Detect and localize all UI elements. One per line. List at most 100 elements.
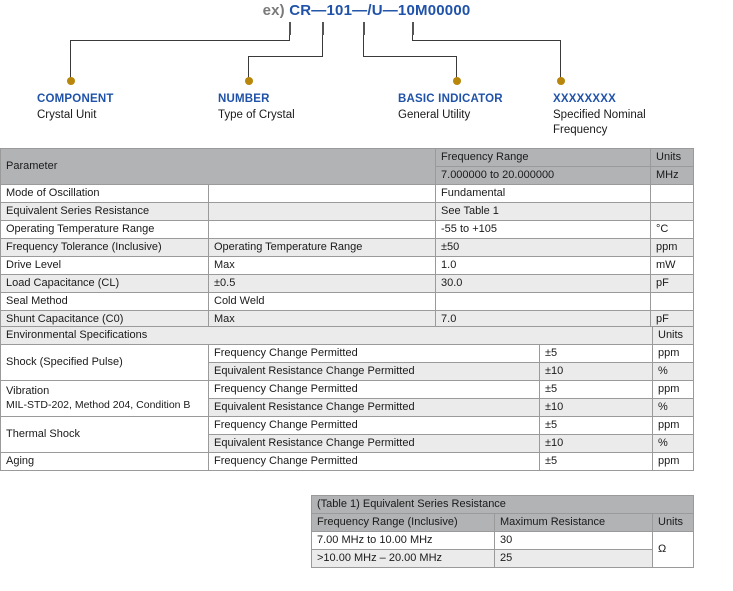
part-number-diagram: ex) CR—101—/U—10M00000 COMPONENT Cry [0, 0, 733, 145]
dot-component [67, 77, 75, 85]
env-spec: Frequency Change Permitted [208, 452, 540, 471]
param-table-header-row-1: Parameter Frequency Range Units [0, 148, 695, 185]
table-1-esr: (Table 1) Equivalent Series Resistance F… [310, 495, 695, 568]
param-condition [207, 202, 437, 221]
callout-basic-indicator: BASIC INDICATOR General Utility [398, 93, 578, 123]
tbl1-header-row: Frequency Range (Inclusive) Maximum Resi… [311, 513, 695, 532]
param-value [435, 292, 652, 311]
tick-frequency [412, 22, 414, 35]
callout-component: COMPONENT Crystal Unit [37, 93, 217, 123]
callout-number-title: NUMBER [218, 93, 270, 105]
param-condition [207, 184, 437, 203]
tbl1-range: >10.00 MHz – 20.00 MHz [311, 549, 495, 568]
param-table-header-row-2: 7.000000 to 20.000000 MHz [1, 166, 695, 185]
param-condition: ±0.5 [207, 274, 437, 293]
param-condition: Max [207, 256, 437, 275]
env-category: Aging [0, 452, 209, 471]
env-value: ±10 [539, 398, 653, 417]
env-units: % [652, 434, 694, 453]
param-name: Equivalent Series Resistance [0, 202, 209, 221]
table-row: Operating Temperature Range -55 to +105 … [0, 220, 695, 239]
parameter-table: Parameter Frequency Range Units 7.000000… [0, 148, 695, 329]
env-value: ±5 [539, 380, 653, 399]
env-category: Shock (Specified Pulse) [0, 344, 209, 381]
part-number-value: CR—101—/U—10M00000 [289, 2, 471, 19]
callout-frequency: XXXXXXXX Specified Nominal Frequency [553, 93, 733, 138]
callout-basic-indicator-title: BASIC INDICATOR [398, 93, 503, 105]
param-units: mW [650, 256, 695, 275]
table-row: >10.00 MHz – 20.00 MHz 25 [311, 549, 694, 568]
environmental-specifications-table: Environmental Specifications Units Shock… [0, 326, 694, 471]
env-category-label: Vibration [6, 385, 50, 397]
table-row: Drive Level Max 1.0 mW [0, 256, 695, 275]
param-units: pF [650, 274, 695, 293]
part-number-prefix: ex) [262, 2, 285, 19]
leader-basic-drop1 [363, 35, 364, 56]
param-name: Operating Temperature Range [0, 220, 209, 239]
param-condition [207, 220, 437, 239]
param-name: Mode of Oscillation [0, 184, 209, 203]
tbl1-col-max-resistance: Maximum Resistance [494, 513, 653, 532]
table-row: Vibration MIL-STD-202, Method 204, Condi… [0, 380, 694, 417]
env-header-title: Environmental Specifications [0, 326, 653, 345]
table-row: Equivalent Series Resistance See Table 1 [0, 202, 695, 221]
env-spec: Frequency Change Permitted [208, 380, 540, 399]
tbl1-units-value: Ω [651, 531, 695, 568]
param-header-parameter: Parameter [0, 148, 437, 185]
param-condition: Operating Temperature Range [207, 238, 437, 257]
table-row: Mode of Oscillation Fundamental [0, 184, 695, 203]
env-units: ppm [652, 416, 694, 435]
table-row: Thermal Shock Frequency Change Permitted… [0, 416, 694, 453]
param-header-units-value: MHz [650, 166, 695, 185]
table-row: Seal Method Cold Weld [0, 292, 695, 311]
env-units: ppm [652, 344, 694, 363]
leader-basic-drop2 [456, 56, 457, 79]
env-units: % [652, 398, 694, 417]
tbl1-resistance: 30 [494, 531, 653, 550]
param-table-body: Mode of Oscillation Fundamental Equivale… [0, 184, 695, 329]
leader-freq-drop2 [560, 40, 561, 79]
param-units: °C [650, 220, 695, 239]
param-units [650, 202, 695, 221]
param-units: pF [650, 310, 695, 329]
env-spec: Equivalent Resistance Change Permitted [208, 434, 540, 453]
table-row: Aging Frequency Change Permitted ±5 ppm [0, 452, 694, 471]
env-spec: Equivalent Resistance Change Permitted [208, 362, 540, 381]
table-row: 7.00 MHz to 10.00 MHz 30 Ω [311, 531, 695, 568]
leader-freq-drop1 [412, 35, 413, 41]
env-category-sublabel: MIL-STD-202, Method 204, Condition B [6, 399, 191, 411]
env-value: ±5 [539, 452, 653, 471]
tick-basic-indicator [363, 22, 365, 35]
param-value: See Table 1 [435, 202, 652, 221]
env-spec: Frequency Change Permitted [208, 344, 540, 363]
part-number-line: ex) CR—101—/U—10M00000 [0, 2, 733, 19]
env-units: ppm [652, 452, 694, 471]
env-category: Thermal Shock [0, 416, 209, 453]
leader-freq-run [412, 40, 560, 41]
param-name: Seal Method [0, 292, 209, 311]
tbl1-title: (Table 1) Equivalent Series Resistance [310, 495, 695, 514]
callout-frequency-title: XXXXXXXX [553, 93, 616, 105]
tbl1-body: 7.00 MHz to 10.00 MHz 30 Ω >10.00 MHz – … [311, 531, 695, 568]
leader-number-run [248, 56, 323, 57]
env-value: ±10 [539, 362, 653, 381]
tick-component [289, 22, 291, 35]
callout-number-desc: Type of Crystal [218, 109, 295, 121]
dot-basic-indicator [453, 77, 461, 85]
env-units: % [652, 362, 694, 381]
env-value: ±10 [539, 434, 653, 453]
env-spec: Equivalent Resistance Change Permitted [208, 398, 540, 417]
param-header-frequency-range-value: 7.000000 to 20.000000 [435, 166, 652, 185]
leader-component-drop2 [70, 40, 71, 79]
param-name: Frequency Tolerance (Inclusive) [0, 238, 209, 257]
table-row: Frequency Tolerance (Inclusive) Operatin… [0, 238, 695, 257]
param-units [650, 184, 695, 203]
param-header-units: Units [650, 148, 695, 167]
tick-number [322, 22, 324, 35]
env-header-units: Units [652, 326, 694, 345]
tbl1-col-units: Units [651, 513, 695, 532]
leader-number-drop1 [322, 35, 323, 56]
callout-component-desc: Crystal Unit [37, 109, 97, 121]
tbl1-title-row: (Table 1) Equivalent Series Resistance [310, 495, 695, 514]
